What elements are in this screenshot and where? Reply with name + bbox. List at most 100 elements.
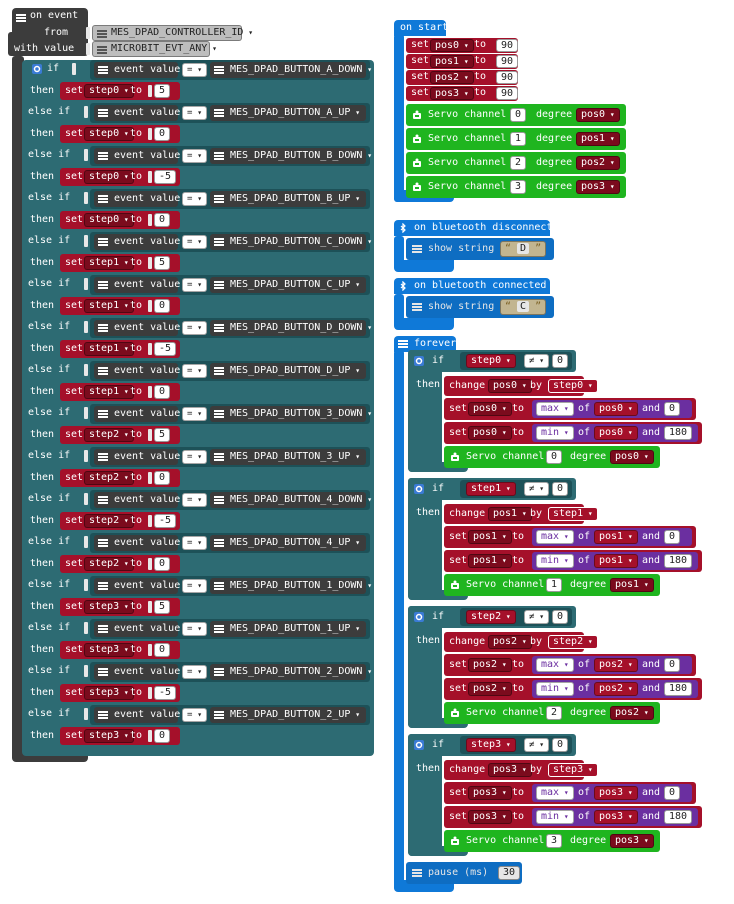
variable-dropdown[interactable]: pos2: [488, 635, 532, 649]
variable-dropdown[interactable]: pos3: [610, 834, 654, 848]
event-value-block[interactable]: event value: [94, 320, 180, 336]
variable-dropdown[interactable]: pos0: [430, 39, 474, 52]
variable-dropdown[interactable]: pos2: [430, 71, 474, 84]
variable-dropdown[interactable]: pos1: [594, 554, 638, 568]
set-variable-block[interactable]: setstep3to0: [60, 727, 180, 745]
set-variable-block[interactable]: setstep2to0: [60, 469, 180, 487]
number-input[interactable]: 180: [664, 426, 693, 440]
number-input[interactable]: 0: [664, 658, 681, 672]
event-value-block[interactable]: event value: [94, 277, 180, 293]
gear-icon[interactable]: [414, 356, 424, 366]
max-block[interactable]: maxofpos0and0: [532, 400, 692, 418]
variable-dropdown[interactable]: pos1: [488, 507, 532, 521]
compare-block[interactable]: step2≠0: [460, 608, 572, 626]
number-input[interactable]: 5: [154, 600, 171, 614]
max-dropdown[interactable]: max: [536, 530, 574, 544]
number-input[interactable]: -5: [154, 514, 177, 528]
set-variable-block[interactable]: setstep2to5: [60, 426, 180, 444]
variable-dropdown[interactable]: pos3: [430, 87, 474, 100]
change-block[interactable]: changepos2bystep2: [444, 632, 598, 652]
set-pos-block[interactable]: setpos1to90: [406, 54, 519, 69]
variable-dropdown[interactable]: step0: [84, 170, 134, 184]
condition-block[interactable]: event value=MES_DPAD_BUTTON_1_UP: [90, 619, 370, 639]
variable-dropdown[interactable]: pos0: [594, 402, 638, 416]
equals-operator[interactable]: =: [182, 450, 208, 464]
variable-dropdown[interactable]: pos2: [594, 682, 638, 696]
variable-dropdown[interactable]: step0: [84, 213, 134, 227]
button-value-block[interactable]: MES_DPAD_BUTTON_4_UP: [210, 535, 366, 551]
gear-icon[interactable]: [414, 484, 424, 494]
show-string-block[interactable]: show string“ D ”: [406, 238, 554, 260]
number-input[interactable]: 0: [154, 729, 171, 743]
channel-input[interactable]: 2: [546, 706, 563, 720]
condition-block[interactable]: event value=MES_DPAD_BUTTON_C_DOWN: [90, 232, 370, 252]
set-variable-block[interactable]: setstep0to0: [60, 125, 180, 143]
string-value[interactable]: C: [517, 301, 530, 312]
step-variable[interactable]: step1: [548, 507, 598, 521]
max-block[interactable]: maxofpos3and0: [532, 784, 692, 802]
number-input[interactable]: 0: [664, 530, 681, 544]
variable-dropdown[interactable]: pos3: [576, 180, 620, 194]
min-block[interactable]: minofpos0and180: [532, 424, 698, 442]
number-input[interactable]: 5: [154, 428, 171, 442]
variable-dropdown[interactable]: step2: [84, 471, 134, 485]
neq-operator[interactable]: ≠: [524, 610, 550, 624]
variable-dropdown[interactable]: step2: [84, 428, 134, 442]
step-variable[interactable]: step3: [548, 763, 598, 777]
condition-block[interactable]: event value=MES_DPAD_BUTTON_3_UP: [90, 447, 370, 467]
equals-operator[interactable]: =: [182, 665, 208, 679]
channel-input[interactable]: 0: [510, 108, 527, 122]
variable-dropdown[interactable]: step1: [84, 385, 134, 399]
compare-block[interactable]: step0≠0: [460, 352, 572, 370]
set-clamp-block[interactable]: setpos0tominofpos0and180: [444, 422, 702, 444]
number-input[interactable]: 5: [154, 84, 171, 98]
event-value-block[interactable]: event value: [94, 449, 180, 465]
variable-dropdown[interactable]: step3: [84, 643, 134, 657]
variable-dropdown[interactable]: pos3: [468, 786, 512, 800]
pause-input[interactable]: 30: [498, 866, 521, 880]
variable-dropdown[interactable]: pos3: [488, 763, 532, 777]
equals-operator[interactable]: =: [182, 579, 208, 593]
button-value-block[interactable]: MES_DPAD_BUTTON_2_UP: [210, 707, 366, 723]
event-value-block[interactable]: event value: [94, 621, 180, 637]
variable-dropdown[interactable]: step1: [84, 342, 134, 356]
set-variable-block[interactable]: setstep2to-5: [60, 512, 180, 530]
change-block[interactable]: changepos0bystep0: [444, 376, 598, 396]
step-variable[interactable]: step0: [548, 379, 598, 393]
step-variable[interactable]: step2: [548, 635, 598, 649]
variable-dropdown[interactable]: pos3: [594, 810, 638, 824]
with-value-dropdown[interactable]: MICROBIT_EVT_ANY: [92, 41, 210, 57]
from-dropdown[interactable]: MES_DPAD_CONTROLLER_ID: [92, 25, 243, 41]
set-pos-block[interactable]: setpos2to90: [406, 70, 519, 85]
min-block[interactable]: minofpos3and180: [532, 808, 698, 826]
variable-dropdown[interactable]: pos2: [468, 658, 512, 672]
number-input[interactable]: 0: [552, 738, 569, 752]
change-block[interactable]: changepos1bystep1: [444, 504, 598, 524]
number-input[interactable]: 90: [496, 55, 519, 68]
button-value-block[interactable]: MES_DPAD_BUTTON_3_UP: [210, 449, 366, 465]
variable-dropdown[interactable]: step3: [466, 738, 516, 752]
equals-operator[interactable]: =: [182, 192, 208, 206]
button-value-block[interactable]: MES_DPAD_BUTTON_A_UP: [210, 105, 366, 121]
number-input[interactable]: -5: [154, 342, 177, 356]
event-value-block[interactable]: event value: [94, 707, 180, 723]
gear-icon[interactable]: [32, 64, 42, 74]
compare-block[interactable]: step3≠0: [460, 736, 572, 754]
number-input[interactable]: 90: [496, 87, 519, 100]
number-input[interactable]: 0: [154, 385, 171, 399]
channel-input[interactable]: 3: [510, 180, 527, 194]
equals-operator[interactable]: =: [182, 622, 208, 636]
event-value-block[interactable]: event value: [94, 578, 180, 594]
event-value-block[interactable]: event value: [94, 105, 180, 121]
set-clamp-block[interactable]: setpos1tomaxofpos1and0: [444, 526, 696, 548]
variable-dropdown[interactable]: pos3: [468, 810, 512, 824]
set-variable-block[interactable]: setstep1to0: [60, 383, 180, 401]
number-input[interactable]: 5: [154, 256, 171, 270]
number-input[interactable]: 0: [154, 471, 171, 485]
condition-block[interactable]: event value=MES_DPAD_BUTTON_2_DOWN: [90, 662, 370, 682]
channel-input[interactable]: 0: [546, 450, 563, 464]
number-input[interactable]: 0: [552, 354, 569, 368]
